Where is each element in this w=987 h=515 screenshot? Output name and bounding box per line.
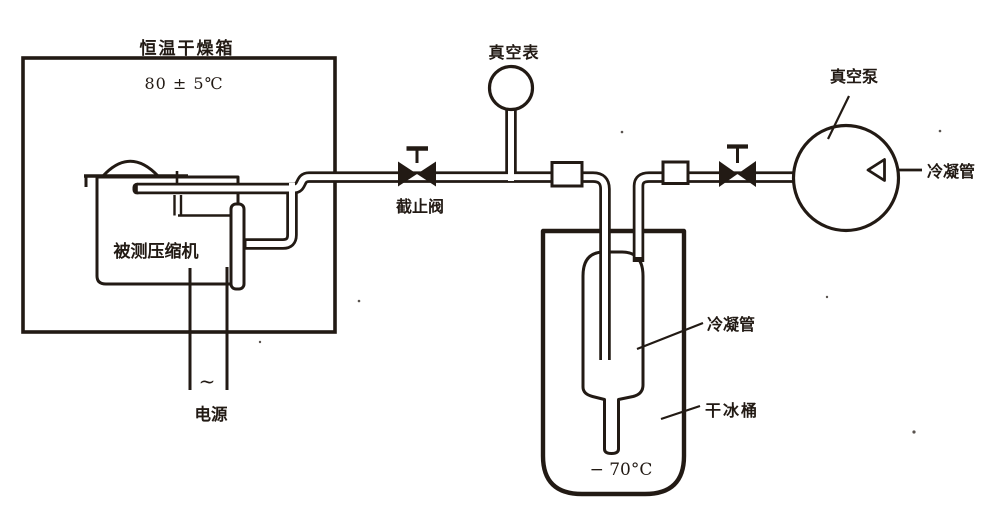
speck — [357, 299, 361, 303]
compressor-flange-plate — [229, 202, 246, 291]
vacuum-gauge-dial — [487, 64, 535, 112]
scan-specks — [258, 129, 942, 434]
dry-ice-leader-line — [660, 404, 701, 421]
pump-valve-icon — [737, 161, 756, 187]
discharge-pipe-interior — [246, 183, 295, 247]
pipe-coupling-left — [550, 161, 584, 188]
vacuum-gauge-group: 真空表 — [487, 43, 539, 112]
oven-box — [21, 56, 337, 334]
speck — [912, 430, 916, 434]
compressor-label: 被测压缩机 — [114, 241, 199, 262]
dry-ice-bucket-label: 干冰桶 — [705, 401, 759, 420]
stop-valve-icon — [398, 161, 417, 187]
return-pipe-interior — [635, 174, 793, 257]
oven-temperature: 80 ± 5℃ — [144, 74, 223, 93]
condenser-leader-line — [636, 321, 704, 351]
speck — [825, 295, 829, 299]
compressor-group: 被测压缩机 — [84, 159, 246, 291]
vacuum-gauge-label: 真空表 — [488, 43, 539, 62]
discharge-pipe-outline — [245, 188, 298, 250]
speck — [938, 129, 942, 133]
immersed-condenser-label: 冷凝管 — [707, 315, 755, 334]
dry-ice-bucket-group — [540, 228, 687, 497]
vacuum-pump-body — [791, 123, 901, 233]
piping-white-pass — [137, 110, 793, 363]
oven-group: 恒温干燥箱 80 ± 5℃ — [21, 38, 337, 334]
bucket-temperature: − 70°C — [590, 460, 653, 480]
stop-valve-group: 截止阀 — [396, 146, 444, 216]
power-group: ~ 电源 — [188, 267, 229, 424]
ac-symbol: ~ — [199, 369, 216, 393]
pump-outlet-check-valve-icon — [866, 158, 886, 182]
vacuum-pump-group: 真空泵 冷凝管 — [791, 67, 975, 233]
stop-valve-label: 截止阀 — [396, 197, 444, 216]
power-label: 电源 — [195, 404, 229, 424]
speck — [620, 130, 624, 134]
pump-outlet-condenser-label: 冷凝管 — [927, 162, 975, 181]
main-pipe-interior — [137, 174, 608, 363]
vacuum-pump-label: 真空泵 — [830, 67, 878, 86]
compressor-dome — [101, 159, 160, 178]
vacuum-pump-leader-line — [827, 95, 850, 140]
pump-valve-icon — [719, 161, 738, 187]
oven-label: 恒温干燥箱 — [140, 38, 235, 59]
speck — [258, 340, 262, 344]
pipe-coupling-right — [661, 160, 690, 185]
bucket-labels-group: 冷凝管 干冰桶 − 70°C — [590, 315, 759, 480]
pump-valve-group — [719, 144, 756, 187]
stop-valve-icon — [417, 161, 436, 187]
